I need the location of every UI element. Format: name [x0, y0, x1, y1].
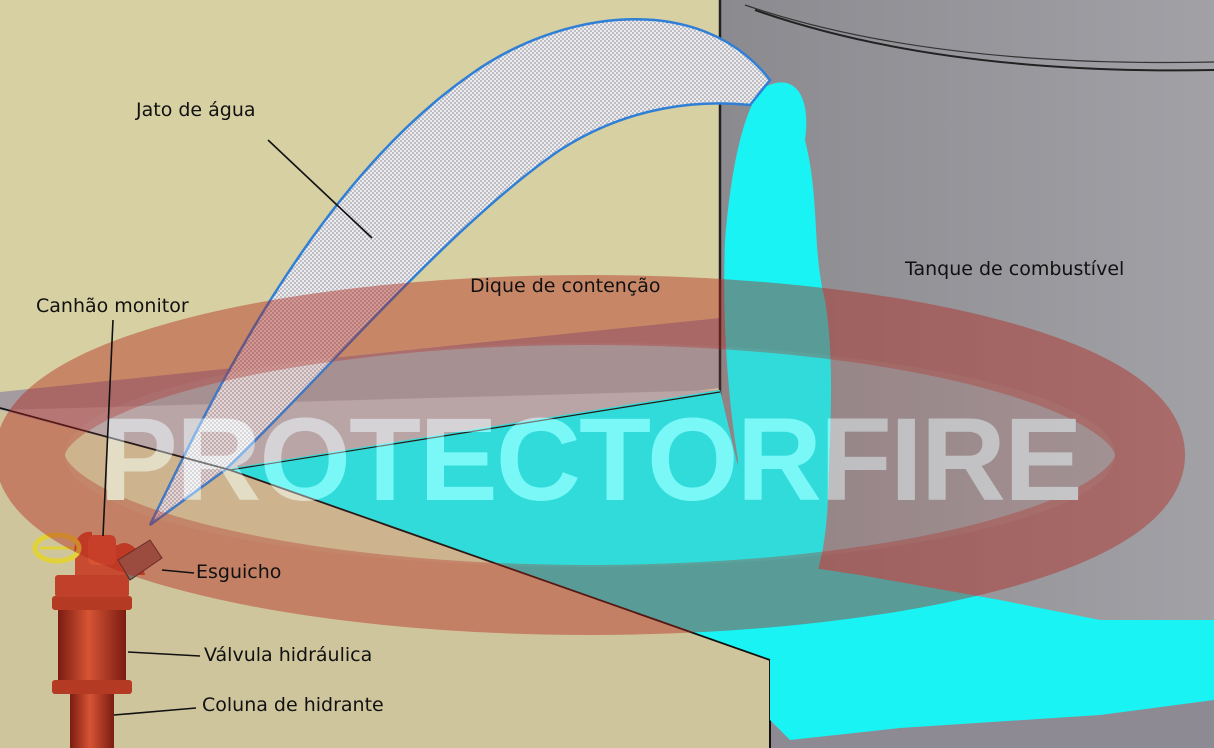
floor-edge-line-2	[229, 469, 771, 661]
watermark: PROTECTORFIRE	[0, 275, 1185, 635]
valve-flange-bottom	[52, 680, 132, 694]
handwheel	[32, 532, 82, 564]
monitor-top	[88, 535, 116, 565]
water-jet	[148, 18, 772, 527]
tank-roof-edge	[754, 9, 1214, 72]
label-nozzle: Esguicho	[196, 561, 282, 583]
leader-lines	[102, 139, 373, 716]
column-flange	[55, 575, 129, 597]
watermark-ellipse-fill	[65, 343, 1115, 567]
label-containment-dike: Dique de contenção	[470, 275, 661, 297]
label-monitor-cannon: Canhão monitor	[36, 295, 189, 317]
hydrant-column	[70, 690, 114, 748]
leader-column	[113, 707, 197, 716]
leader-water-jet	[267, 139, 373, 239]
tank-roof-edge-inner	[744, 4, 1214, 64]
leader-valve	[127, 651, 201, 657]
label-hydrant-column: Coluna de hidrante	[202, 694, 384, 716]
watermark-text: PROTECTORFIRE	[99, 394, 1080, 526]
watermark-ellipse	[0, 275, 1185, 635]
leader-nozzle	[161, 569, 195, 574]
valve-flange-top	[52, 596, 132, 610]
nozzle	[117, 539, 163, 581]
label-water-jet: Jato de água	[136, 99, 256, 121]
label-hydraulic-valve: Válvula hidráulica	[204, 644, 373, 666]
label-fuel-tank: Tanque de combustível	[905, 258, 1125, 280]
floor-edge-line	[0, 407, 231, 471]
water-falling-on-tank	[724, 82, 832, 590]
floor-edge-line-3	[229, 391, 721, 471]
leader-monitor	[102, 319, 114, 537]
water-pool	[230, 390, 1214, 740]
hydraulic-valve-body	[58, 600, 126, 692]
